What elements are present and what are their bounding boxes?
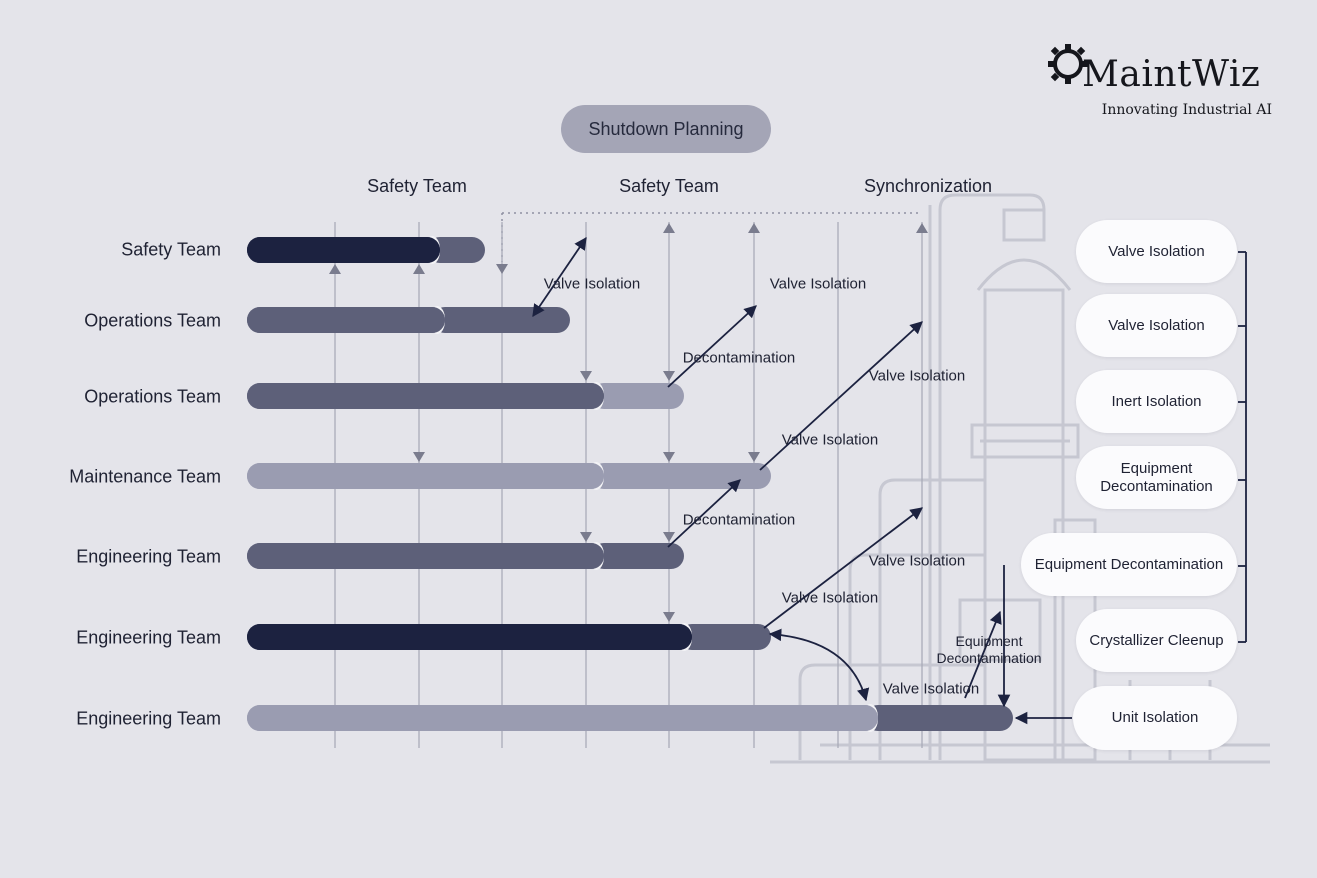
diagram-title: Shutdown Planning [561, 105, 771, 153]
arrow-decontamination [667, 479, 741, 548]
side-item-inert-isolation: Inert Isolation [1076, 370, 1237, 433]
gridline-arrowhead-8 [663, 371, 675, 381]
gridline-arrowhead-11 [748, 452, 760, 462]
column-header-2: Safety Team [619, 176, 719, 196]
gridline-arrowhead-12 [580, 532, 592, 542]
gantt-bar-row5-seg2 [591, 543, 684, 569]
gridline-arrowhead-13 [663, 532, 675, 542]
row-label-6: Engineering Team [76, 627, 221, 648]
gantt-bar-row6-seg2 [679, 624, 771, 650]
annotation-decontamination-2: Decontamination [682, 511, 796, 529]
annotation-valve-isolation-6: Valve Isolation [781, 589, 879, 607]
arrow-engineering-link [768, 628, 870, 702]
gridline-arrowhead-7 [580, 371, 592, 381]
side-bracket [1238, 251, 1247, 643]
arrow-valve-isolation-3 [759, 321, 923, 471]
gridline-arrowhead-4 [663, 223, 675, 233]
annotation-valve-isolation-4: Valve Isolation [781, 431, 879, 449]
gantt-bar-row3-seg2 [591, 383, 684, 409]
row-label-3: Operations Team [84, 386, 221, 407]
arrow-valve-isolation-1 [532, 236, 587, 318]
arrow-equipment-decon [964, 610, 1002, 699]
annotation-valve-isolation-1: Valve Isolation [543, 275, 641, 293]
arrow-valve-isolation-2 [667, 305, 757, 388]
gantt-bar-row7-main [247, 705, 878, 731]
gantt-bar-row1-seg2 [427, 237, 485, 263]
gridline-arrowhead-6 [916, 223, 928, 233]
column-header-3: Synchronization [863, 176, 993, 196]
row-label-7: Engineering Team [76, 708, 221, 729]
gridline-arrowhead-1 [329, 264, 341, 274]
row-label-2: Operations Team [84, 310, 221, 331]
gantt-bar-row2-main [247, 307, 445, 333]
logo-tagline: Innovating Industrial AI [1101, 102, 1272, 118]
side-item-valve-isolation-1: Valve Isolation [1076, 220, 1237, 283]
gantt-bar-row1-main [247, 237, 440, 263]
gantt-bar-row5-main [247, 543, 604, 569]
gantt-bars [247, 236, 1013, 732]
annotation-valve-isolation-5: Valve Isolation [868, 552, 966, 570]
side-item-valve-isolation-2: Valve Isolation [1076, 294, 1237, 357]
side-item-equipment-decontamination-1: Equipment Decontamination [1076, 446, 1237, 509]
annotation-valve-isolation-3: Valve Isolation [868, 367, 966, 385]
gridline-arrowhead-3 [496, 264, 508, 274]
row-label-1: Safety Team [121, 239, 221, 260]
gantt-bar-row4-main [247, 463, 604, 489]
dependency-arrows [532, 236, 1072, 725]
row-label-4: Maintenance Team [69, 466, 221, 487]
column-header-1: Safety Team [367, 176, 467, 196]
annotation-valve-isolation-2: Valve Isolation [769, 275, 867, 293]
annotation-valve-isolation-7: Valve Isolation [882, 680, 980, 698]
gantt-bar-row3-main [247, 383, 604, 409]
gantt-bar-row2-seg2 [432, 307, 570, 333]
side-item-equipment-decontamination-2: Equipment Decontamination [1021, 533, 1237, 596]
side-item-crystallizer-cleenup: Crystallizer Cleenup [1076, 609, 1237, 672]
side-item-unit-isolation: Unit Isolation [1073, 686, 1237, 750]
annotation-decontamination-1: Decontamination [682, 349, 796, 367]
annotation-equipment-decontamination: Equipment Decontamination [936, 633, 1042, 666]
gantt-bar-row6-main [247, 624, 692, 650]
gridline-arrowheads [329, 223, 928, 622]
gridline-arrowhead-5 [748, 223, 760, 233]
gantt-bar-row7-seg2 [865, 705, 1013, 731]
gridline-arrowhead-2 [413, 264, 425, 274]
gantt-bar-row4-seg2 [591, 463, 771, 489]
row-label-5: Engineering Team [76, 546, 221, 567]
sync-dotted-line [501, 212, 922, 262]
maintwiz-logo: MaintWiz Innovating Industrial AI [1046, 40, 1276, 125]
gear-logo-icon [1048, 44, 1088, 84]
gridline-arrowhead-14 [663, 612, 675, 622]
arrow-valve-isolation-4 [763, 507, 924, 629]
logo-name: MaintWiz [1082, 54, 1261, 95]
gridline-arrowhead-9 [413, 452, 425, 462]
gridline-arrowhead-10 [663, 452, 675, 462]
